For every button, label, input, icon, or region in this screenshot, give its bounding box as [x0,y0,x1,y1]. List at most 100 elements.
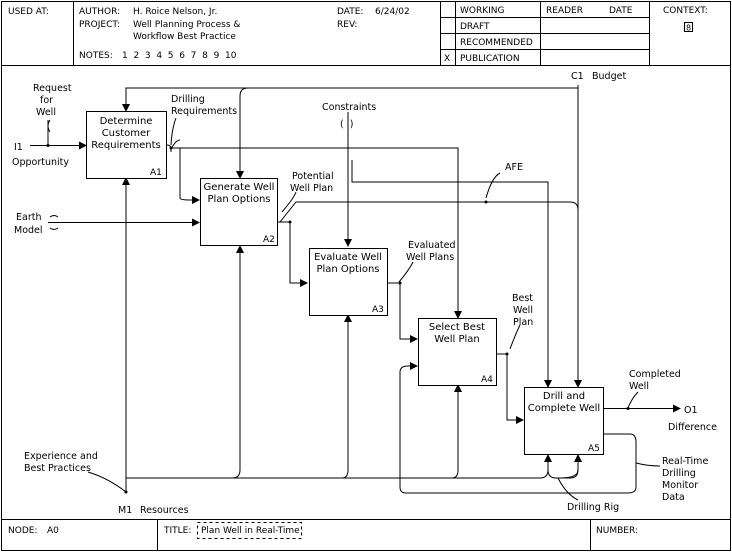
label-afe: AFE [505,162,523,173]
author-label: AUTHOR: [79,7,120,17]
title-label: TITLE: [163,526,191,536]
label-drilling-req-1: Drilling [171,94,205,105]
box-a1-line3: Requirements [91,140,161,151]
box-a4-id: A4 [481,375,493,385]
author-value: H. Roice Nelson, Jr. [133,7,217,17]
label-potential-2: Well Plan [290,183,333,194]
box-a1-line2: Customer [102,128,151,139]
arrow-realtime-feedback [399,362,637,494]
label-best-3: Plan [513,317,533,328]
context-value: 8 [686,24,691,33]
reader-label: READER [546,6,583,16]
label-request-1: Request [33,83,72,94]
leader-completed [627,391,639,409]
label-model: Model [14,225,43,236]
status-recommended: RECOMMENDED [460,38,533,48]
leader-request [47,119,51,133]
box-a1-id: A1 [150,168,162,178]
junction-dots [46,144,630,494]
box-a5-line2: Complete Well [528,403,600,414]
label-completed-1: Completed [629,369,681,380]
label-best-1: Best [512,293,533,304]
arrow-afe-to-a5 [351,160,552,388]
box-a3-line2: Plan Options [316,264,379,275]
status-draft: DRAFT [460,22,490,32]
label-experience-2: Best Practices [24,463,91,474]
label-completed-2: Well [629,381,649,392]
arrow-drilling-req-to-a4 [171,147,462,319]
leader-evaluated [398,261,414,283]
label-difference: Difference [668,422,717,433]
leader-best [509,324,521,350]
label-realtime-1: Real-Time [662,456,708,467]
box-a1: Determine Customer Requirements A1 [86,111,167,179]
rev-label: REV: [337,20,357,30]
label-opportunity: Opportunity [12,157,69,168]
box-a5-line1: Drill and [543,391,585,402]
label-evaluated-1: Evaluated [408,240,456,251]
box-a1-line1: Determine [100,116,153,127]
header-text: USED AT: AUTHOR: H. Roice Nelson, Jr. PR… [8,6,708,64]
label-budget: Budget [592,71,626,82]
date-value: 6/24/02 [375,7,410,17]
box-a3: Evaluate Well Plan Options A3 [309,248,388,316]
label-o1: O1 [684,405,698,416]
label-best-2: Well [513,305,533,316]
label-drilling-rig: Drilling Rig [567,502,619,513]
label-request-3: Well [36,107,56,118]
box-a3-line1: Evaluate Well [314,252,382,263]
title-value: Plan Well in Real-Time [201,526,300,536]
arrow-resources-to-a2 [126,245,244,479]
box-a4: Select Best Well Plan A4 [418,318,497,386]
context-label: CONTEXT: [663,6,708,16]
arrow-budget-to-a1 [122,87,578,112]
context-box [684,22,693,32]
project-value-line1: Well Planning Process & [133,20,240,30]
label-potential-1: Potential [292,171,334,182]
arrow-budget-to-a2 [236,87,249,179]
label-realtime-4: Data [662,492,685,503]
label-earth: Earth [16,212,41,223]
leader-drilling-req [170,117,177,146]
status-checkmark: X [444,54,450,64]
footer-text: NODE: A0 TITLE: Plan Well in Real-Time N… [8,522,638,539]
constraints-tunnel: ( ) [340,119,353,130]
label-c1: C1 [571,71,584,82]
label-resources: Resources [140,505,189,516]
date-label: DATE: [337,7,363,17]
leader-afe [485,172,501,199]
arrow-best-plan-to-a5 [497,353,524,424]
leader-experience [87,471,127,493]
project-label: PROJECT: [79,20,120,30]
box-a2-id: A2 [263,235,275,245]
earth-model-tunnel [49,215,59,230]
node-label: NODE: [8,526,37,536]
label-i1: I1 [14,142,23,153]
label-evaluated-2: Well Plans [406,252,454,263]
label-request-2: for [40,95,53,106]
leader-drilling-rig [557,477,579,501]
node-value: A0 [47,526,59,536]
number-label: NUMBER: [596,526,638,536]
arrows [30,85,681,501]
reader-date-label: DATE [609,6,633,16]
notes-numbers: 1 2 3 4 5 6 7 8 9 10 [122,51,237,61]
arrow-labels: Request for Well I1 Opportunity Earth Mo… [12,71,717,516]
used-at-label: USED AT: [8,7,49,17]
box-a5-id: A5 [588,444,600,454]
leader-potential [281,191,297,213]
arrow-drilling-req-to-a2 [179,148,200,204]
label-drilling-req-2: Requirements [171,106,237,117]
arrow-resources-to-a5 [452,454,552,479]
label-realtime-2: Drilling [662,468,696,479]
label-constraints: Constraints [322,102,376,113]
box-a2: Generate Well Plan Options A2 [200,178,278,246]
status-publication: PUBLICATION [460,54,520,64]
arrow-potential-to-a5 [279,201,579,223]
box-a2-line1: Generate Well [204,182,275,193]
label-m1: M1 [118,505,132,516]
leader-realtime [635,462,661,467]
arrow-resources-to-a3 [232,314,352,479]
